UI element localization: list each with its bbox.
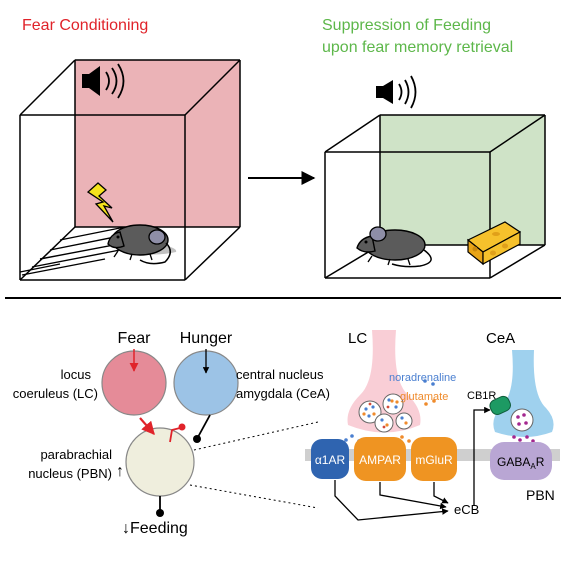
fear-conditioning-title: Fear Conditioning xyxy=(22,17,148,34)
lc-label-line1: locus xyxy=(61,367,92,382)
suppression-title-line2: upon fear memory retrieval xyxy=(322,39,513,56)
cage-frame xyxy=(19,59,241,281)
mouse-left-icon xyxy=(107,224,177,265)
pbn-label-line2: nucleus (PBN) xyxy=(28,466,112,481)
mouse-right-icon xyxy=(356,226,432,268)
lc-modulation-dot xyxy=(178,423,186,431)
ampar-receptor xyxy=(354,437,406,481)
top-panel: Fear Conditioning Suppression of Feeding… xyxy=(19,17,546,281)
lc-to-pbn-arrow xyxy=(139,417,155,435)
feeding-label: ↓Feeding xyxy=(122,520,188,537)
gaba-dots xyxy=(512,413,535,443)
ecb-to-cb1r-arrow xyxy=(473,406,491,506)
lightning-shock-icon xyxy=(86,182,114,223)
lc-label-line2: coeruleus (LC) xyxy=(13,386,98,401)
memory-retrieval-cage xyxy=(324,75,546,279)
cea-inhibition-dot xyxy=(193,435,201,443)
speaker-icon-right xyxy=(376,75,417,109)
cea-axon-terminal xyxy=(493,350,554,437)
gaba-vesicle xyxy=(510,408,534,432)
ecb-label: eCB xyxy=(454,502,479,517)
a1ar-receptor xyxy=(311,439,349,479)
green-back-wall xyxy=(380,115,545,245)
cea-label-line2: amygdala (CeA) xyxy=(236,386,330,401)
cb1r-receptor xyxy=(489,395,511,416)
glutamate-label: glutamate xyxy=(400,391,448,403)
cheese-icon xyxy=(466,221,522,266)
pbn-synapse-label: PBN xyxy=(526,487,555,503)
ampar-to-ecb-arrow xyxy=(379,482,447,510)
mglur-label: mGluR xyxy=(415,453,453,467)
lc-vesicles xyxy=(344,379,436,443)
feeding-inhibition-dot xyxy=(156,509,164,517)
fear-conditioning-cage xyxy=(19,59,241,281)
mglur-to-ecb-arrow xyxy=(433,482,449,504)
cea-label-line1: central nucleus xyxy=(236,367,324,382)
lc-synapse-label: LC xyxy=(348,330,367,347)
a1ar-to-ecb-arrow xyxy=(334,480,449,521)
pbn-label-line1: parabrachial xyxy=(40,447,112,462)
mglur-receptor xyxy=(411,437,457,481)
pbn-node xyxy=(125,427,195,497)
zoom-line-top xyxy=(193,421,319,451)
circuit-panel: Fear Hunger locus coeruleus (LC) central… xyxy=(13,330,330,537)
cb1r-label: CB1R xyxy=(467,390,496,402)
noradrenaline-label: noradrenaline xyxy=(389,372,456,384)
gabaar-label: GABAAR xyxy=(497,455,545,471)
hunger-label: Hunger xyxy=(180,330,233,347)
ampar-label: AMPAR xyxy=(359,453,401,467)
cea-to-pbn-line xyxy=(197,414,211,438)
suppression-title-line1: Suppression of Feeding xyxy=(322,17,491,34)
synapse-panel: LC xyxy=(305,330,560,521)
pbn-up-arrow: ↑ xyxy=(116,463,124,480)
fear-label: Fear xyxy=(118,330,152,347)
gabaar-receptor xyxy=(490,442,552,480)
lc-modulation-line xyxy=(169,427,181,443)
speaker-icon xyxy=(82,63,125,99)
a1ar-label: α1AR xyxy=(315,453,346,467)
cea-synapse-label: CeA xyxy=(486,330,515,347)
zoom-line-bottom xyxy=(189,484,319,509)
